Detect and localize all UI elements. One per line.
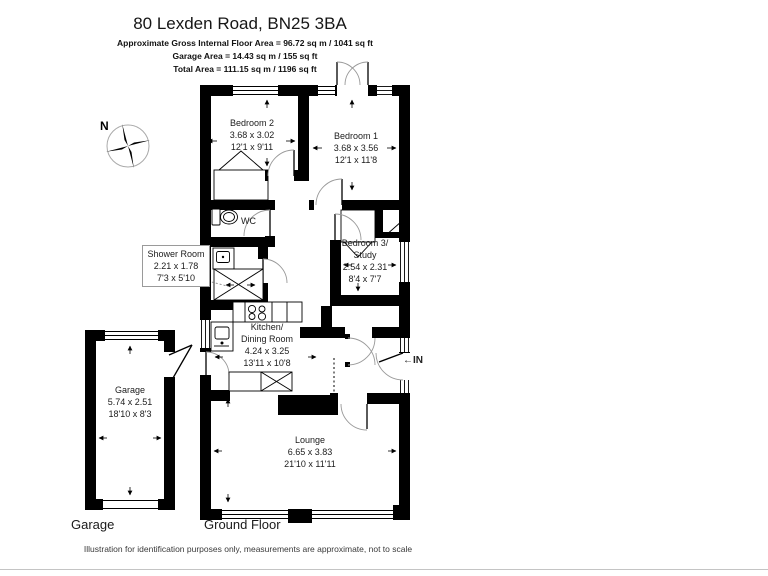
garage-walls (85, 330, 193, 510)
area-line-total: Total Area = 111.15 sq m / 1196 sq ft (173, 64, 317, 74)
chimney-breast (278, 395, 338, 415)
room-label-kitchen-dining: Kitchen/ Dining Room 4.24 x 3.25 13'11 x… (221, 321, 313, 369)
windows (200, 85, 410, 520)
area-line-total-internal: Approximate Gross Internal Floor Area = … (117, 38, 373, 48)
room-label-shower-room: Shower Room 2.21 x 1.78 7'3 x 5'10 (142, 245, 210, 287)
room-label-bedroom1: Bedroom 1 3.68 x 3.56 12'1 x 11'8 (311, 130, 401, 166)
closets (213, 150, 403, 258)
room-dims-metric: 2.54 x 2.31 (342, 262, 388, 272)
room-label-bedroom2: Bedroom 2 3.68 x 3.02 12'1 x 9'11 (204, 117, 300, 153)
compass-icon (105, 123, 151, 169)
room-name: Shower Room (147, 249, 205, 259)
compass-north-label: N (100, 119, 109, 133)
area-line-garage: Garage Area = 14.43 sq m / 155 sq ft (172, 51, 318, 61)
shower-tray-icon (213, 268, 264, 301)
room-dims-imperial: 18'10 x 8'3 (108, 409, 152, 419)
room-name: Kitchen/ (250, 322, 284, 332)
page-title: 80 Lexden Road, BN25 3BA (133, 14, 347, 33)
room-dims-imperial: 13'11 x 10'8 (243, 358, 291, 368)
room-name: Bedroom 2 (229, 118, 275, 128)
room-label-lounge: Lounge 6.65 x 3.83 21'10 x 11'11 (264, 434, 356, 470)
room-name: WC (241, 216, 256, 226)
french-doors (336, 61, 369, 86)
room-dims-imperial: 8'4 x 7'7 (348, 274, 382, 284)
room-label-bedroom3-study: Bedroom 3/ Study 2.54 x 2.31 8'4 x 7'7 (331, 237, 399, 285)
room-dims-imperial: 21'10 x 11'11 (284, 459, 336, 469)
room-dims-metric: 6.65 x 3.83 (287, 447, 333, 457)
entrance-label: IN (413, 355, 423, 366)
room-dims-metric: 3.68 x 3.56 (333, 143, 379, 153)
room-dims-metric: 4.24 x 3.25 (244, 346, 290, 356)
bottom-divider (0, 569, 768, 570)
entrance-in-marker: ←IN (403, 355, 423, 366)
toilet-icon (211, 208, 238, 226)
doors (205, 149, 404, 431)
disclaimer-text: Illustration for identification purposes… (83, 544, 413, 554)
room-name: Lounge (294, 435, 326, 445)
kitchen-sink-icon (210, 321, 234, 352)
room-dims-imperial: 12'1 x 11'8 (334, 155, 378, 165)
room-label-wc: WC (241, 216, 256, 226)
fixtures (210, 208, 303, 392)
hob-counter-icon (232, 301, 303, 323)
left-arrow-icon: ← (403, 355, 413, 366)
room-name: Bedroom 3/ (341, 238, 389, 248)
room-dims-imperial: 7'3 x 5'10 (157, 273, 195, 283)
ground-floor-caption: Ground Floor (204, 517, 281, 532)
room-name: Garage (114, 385, 146, 395)
garage-caption: Garage (71, 517, 115, 532)
room-dims-imperial: 12'1 x 9'11 (230, 142, 274, 152)
room-dims-metric: 2.21 x 1.78 (153, 261, 199, 271)
room-name-2: Study (353, 250, 377, 260)
dimension-arrows (98, 99, 397, 503)
basin-icon (212, 247, 235, 270)
room-dims-metric: 5.74 x 2.51 (107, 397, 153, 407)
room-name: Bedroom 1 (333, 131, 379, 141)
kitchen-units-icon (228, 371, 293, 392)
room-dims-metric: 3.68 x 3.02 (229, 130, 275, 140)
room-label-garage: Garage 5.74 x 2.51 18'10 x 8'3 (94, 384, 166, 420)
room-name-2: Dining Room (240, 334, 294, 344)
